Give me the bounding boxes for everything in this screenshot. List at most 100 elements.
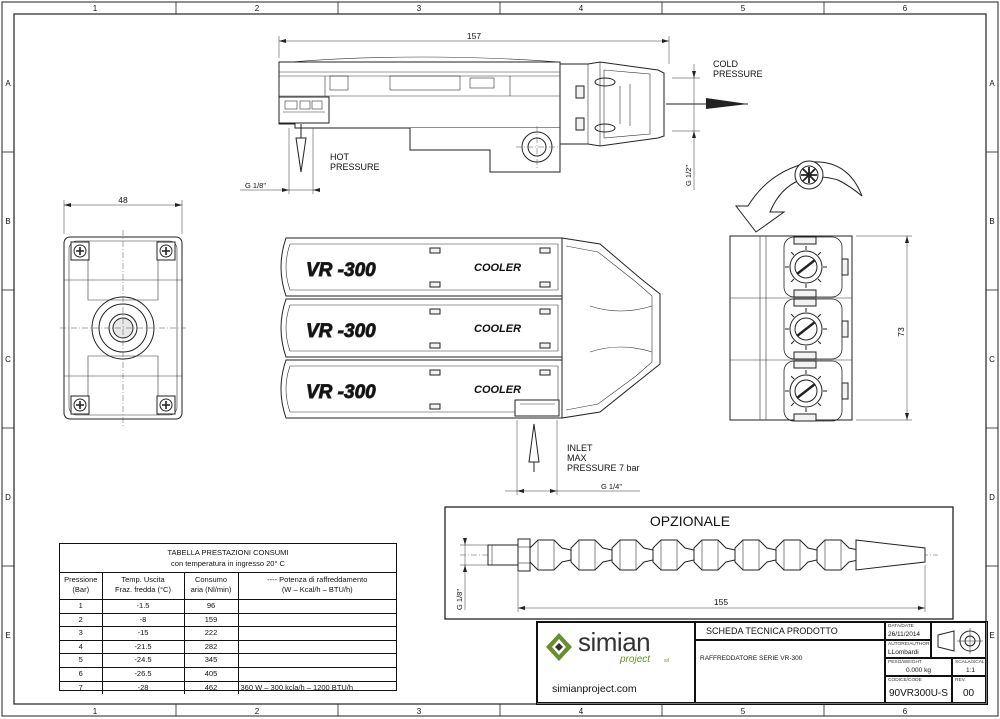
table-cell: 3 <box>60 626 103 641</box>
adjustment-knob-icon <box>783 236 849 298</box>
hot-pressure-label-2: PRESSURE <box>330 162 380 172</box>
silencer-segment <box>652 539 695 571</box>
table-header-line: Consumo <box>194 575 228 584</box>
rev-cell: REV. 00 <box>952 676 986 703</box>
table-cell <box>238 667 396 681</box>
table-header-line: Pressione <box>64 575 98 584</box>
zone-row-label-left: D <box>5 493 11 502</box>
sheet-type-cell: SCHEDA TECNICA PRODOTTO <box>695 622 885 640</box>
inlet-label-2: MAX <box>567 453 587 463</box>
table-header-line: aria (Nl/min) <box>190 585 232 594</box>
dim-73: 73 <box>896 327 906 337</box>
date-cell: DATA/DATE 26/11/2014 <box>885 622 931 640</box>
table-cell: 405 <box>184 667 239 682</box>
zone-row-label-right: C <box>989 355 995 364</box>
description-cell: RAFFREDDATORE SERIE VR-300 <box>695 640 885 703</box>
vr300-text: VR -300 <box>306 321 376 342</box>
date: 26/11/2014 <box>888 631 921 638</box>
logo-srl: srl <box>664 658 670 664</box>
vr300-text: VR -300 <box>306 260 376 281</box>
table-cell: -26.5 <box>102 667 185 682</box>
author: LLombardi <box>888 649 919 656</box>
projection-symbol-cell <box>931 622 986 658</box>
zone-col-label-bottom: 1 <box>93 707 98 716</box>
table-cell: 96 <box>184 599 239 614</box>
table-header-line: (Bar) <box>72 585 90 594</box>
table-cell: 2 <box>60 613 103 627</box>
screw-icon <box>156 395 176 415</box>
weight: 0.000 kg <box>906 667 931 674</box>
silencer-segment <box>693 539 736 571</box>
screw-icon <box>70 241 90 261</box>
logo-cell: simian project srl simianproject.com <box>537 622 695 703</box>
silencer-segment <box>816 539 859 571</box>
table-cell: 282 <box>184 640 239 654</box>
top-view: 157 <box>240 31 763 194</box>
logo-sub: project <box>620 654 651 665</box>
screw-icon <box>156 241 176 261</box>
table-cell: 7 <box>60 681 103 695</box>
zone-col-label-top: 6 <box>903 4 908 13</box>
right-view: 73 <box>729 235 912 422</box>
performance-table: TABELLA PRESTAZIONI CONSUMI con temperat… <box>59 543 397 695</box>
cooler-text: COOLER <box>474 323 521 335</box>
table-header-line: ---- Potenza di raffreddamento <box>267 575 368 584</box>
silencer-segment <box>529 539 572 571</box>
scale-cell: SCALA/SCALE 1:1 <box>952 658 988 676</box>
table-header-line: Fraz. fredda (°C) <box>115 585 171 594</box>
rev-label: REV. <box>955 678 966 683</box>
rotation-arrow-icon <box>734 160 863 233</box>
cooler-text: COOLER <box>474 384 521 396</box>
zone-row-label-right: E <box>989 631 994 640</box>
website: simianproject.com <box>552 683 637 695</box>
title-block: simian project srl simianproject.com SCH… <box>536 621 988 705</box>
weight-cell: PESO/WEIGHT 0.000 kg <box>885 658 952 676</box>
table-cell: 222 <box>184 626 239 641</box>
optional-box: OPZIONALE G 1/8" 155 <box>444 506 954 620</box>
caption-line-1: TABELLA PRESTAZIONI CONSUMI <box>167 548 289 557</box>
code: 90VR300U-S <box>889 688 948 699</box>
table-cell <box>238 654 396 668</box>
zone-row-label-right: A <box>989 79 995 88</box>
table-cell: -1.5 <box>102 599 185 614</box>
table-cell <box>238 613 396 627</box>
table-cell <box>238 640 396 654</box>
table-cell: 6 <box>60 667 103 682</box>
zone-col-label-bottom: 3 <box>417 707 422 716</box>
rev: 00 <box>963 688 975 699</box>
silencer-segment <box>611 539 654 571</box>
sheet-type: SCHEDA TECNICA PRODOTTO <box>706 626 838 636</box>
zone-col-label-top: 4 <box>579 4 584 13</box>
description: RAFFREDDATORE SERIE VR-300 <box>700 655 803 662</box>
hot-pressure-label-1: HOT <box>330 152 350 162</box>
zone-row-label-left: A <box>5 79 11 88</box>
adjustment-knob-icon <box>783 298 849 360</box>
performance-table-caption: TABELLA PRESTAZIONI CONSUMI con temperat… <box>60 544 396 573</box>
zone-row-label-left: B <box>5 217 10 226</box>
dim-157: 157 <box>467 31 481 41</box>
inlet-label-3: PRESSURE 7 bar <box>567 463 640 473</box>
table-cell: 462 <box>184 681 239 695</box>
table-cell: -21.5 <box>102 640 185 654</box>
zone-row-label-right: D <box>989 493 995 502</box>
zone-col-label-bottom: 2 <box>255 707 260 716</box>
table-cell: 360 W – 300 kcla/h – 1200 BTU/h <box>240 682 354 692</box>
zone-row-label-left: C <box>5 355 11 364</box>
simian-logo-icon <box>546 633 572 661</box>
scale-label: SCALA/SCALE <box>955 660 988 665</box>
table-cell: 345 <box>184 653 239 668</box>
zone-col-label-bottom: 6 <box>903 707 908 716</box>
table-cell: -15 <box>102 626 185 641</box>
cooler-module: VR -300 COOLER <box>280 298 563 358</box>
inlet-label-1: INLET <box>567 443 593 453</box>
thread-cold: G 1/2" <box>684 165 693 186</box>
